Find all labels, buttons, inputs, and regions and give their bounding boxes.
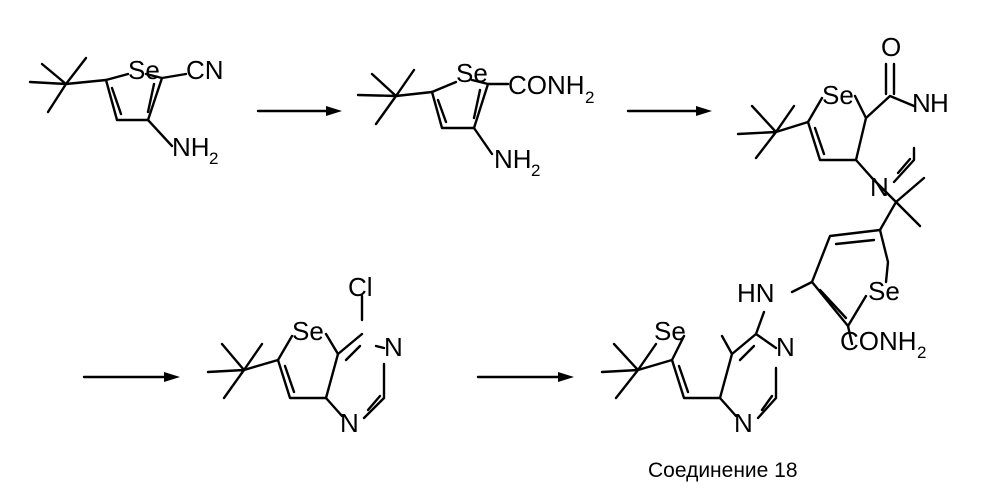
compound-aminoamide: Se CONH 2 NH 2	[358, 58, 594, 180]
selenium-label: Se	[128, 55, 160, 85]
compound-18: Se HN N N Se CONH 2	[602, 178, 926, 438]
carboxamide-label: CONH	[508, 70, 585, 100]
chlorine-label: Cl	[348, 272, 373, 302]
selenium-label: Se	[292, 316, 324, 346]
reaction-arrow-3	[84, 372, 180, 382]
ring-nitrogen-label: N	[340, 408, 359, 438]
selenium-label: Se	[822, 80, 854, 110]
ring-nitrogen-label: N	[776, 332, 795, 362]
compound-caption: Соединение 18	[648, 459, 798, 482]
ring-nitrogen-label: N	[734, 408, 753, 438]
amine-subscript: 2	[209, 149, 218, 168]
amine-label: NH	[172, 132, 210, 162]
selenium-label: Se	[654, 316, 686, 346]
lactam-nitrogen-label: N	[912, 88, 931, 118]
amine-label: NH	[494, 144, 532, 174]
reaction-arrow-2	[628, 106, 712, 116]
reaction-arrow-1	[258, 106, 342, 116]
compound-aminonitrile: Se CN NH 2	[30, 55, 224, 168]
selenium-label: Se	[868, 276, 900, 306]
carboxamide-subscript: 2	[585, 88, 594, 107]
compound-chloropyrimidine: Se Cl N N	[208, 272, 403, 438]
reaction-arrow-4	[478, 372, 574, 382]
lactam-hydrogen-label: H	[930, 88, 949, 118]
amine-subscript: 2	[531, 161, 540, 180]
selenium-label: Se	[456, 58, 488, 88]
compound-pyrimidinone: Se O N H N	[738, 32, 949, 202]
carboxamide-subscript: 2	[917, 343, 926, 362]
carbonyl-oxygen-label: O	[881, 32, 901, 62]
ring-nitrogen-label: N	[384, 332, 403, 362]
nitrile-label: CN	[186, 55, 224, 85]
carboxamide-label: CONH	[840, 326, 917, 356]
aminyl-nh-label: HN	[737, 278, 775, 308]
